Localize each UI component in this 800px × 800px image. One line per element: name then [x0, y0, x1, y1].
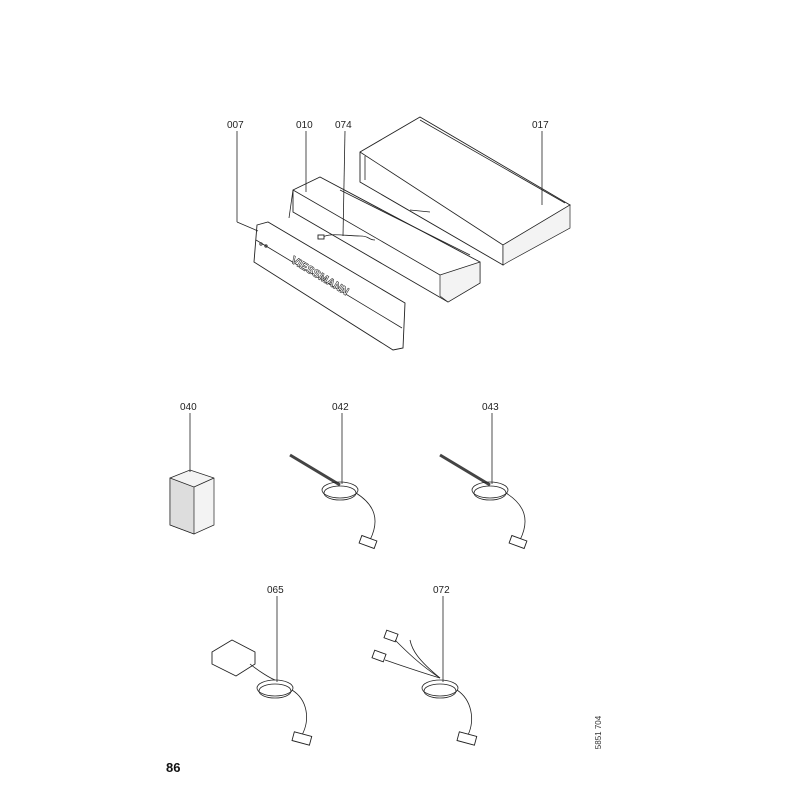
part-043-sensor[interactable] [439, 453, 528, 550]
part-072-cable-harness[interactable] [371, 629, 478, 746]
part-010-frame[interactable] [288, 176, 481, 303]
label-074: 074 [335, 120, 352, 131]
label-017: 017 [532, 120, 549, 131]
label-010: 010 [296, 120, 313, 131]
label-007: 007 [227, 120, 244, 131]
label-065: 065 [267, 585, 284, 596]
page-number: 86 [166, 760, 181, 775]
part-065-cable[interactable] [211, 639, 313, 746]
label-040: 040 [180, 402, 197, 413]
part-042-sensor[interactable] [289, 453, 378, 550]
part-017-top-cover[interactable] [359, 116, 571, 266]
leader-007-b [236, 221, 259, 232]
leader-074 [342, 130, 346, 237]
part-074-cable[interactable] [317, 234, 376, 241]
document-code: 5851 704 [594, 715, 604, 750]
label-072: 072 [433, 585, 450, 596]
part-040-module[interactable] [169, 469, 215, 535]
label-043: 043 [482, 402, 499, 413]
label-042: 042 [332, 402, 349, 413]
